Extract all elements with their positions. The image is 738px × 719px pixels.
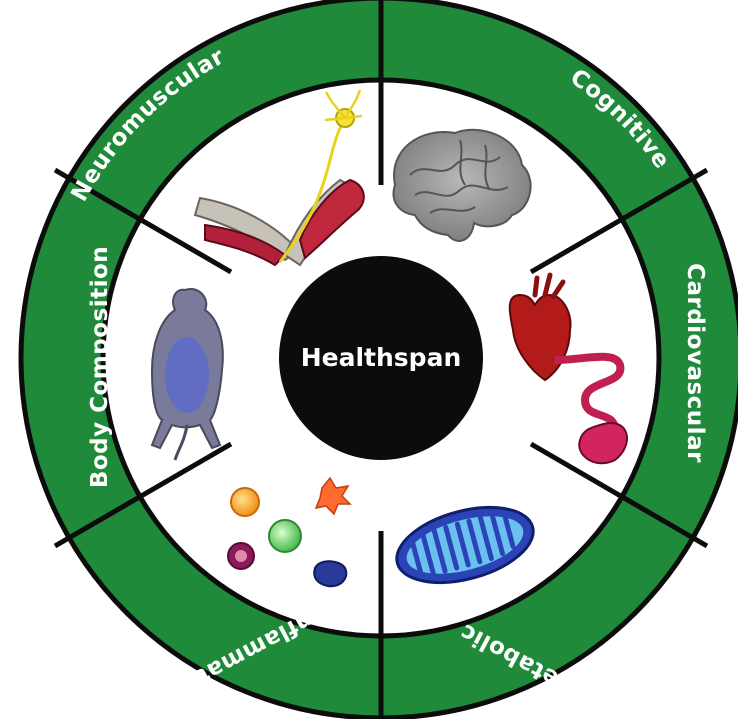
segment-label-body-composition: Body Composition — [87, 246, 113, 488]
center-label: Healthspan — [301, 343, 462, 372]
segment-label-cardiovascular: Cardiovascular — [682, 263, 708, 463]
